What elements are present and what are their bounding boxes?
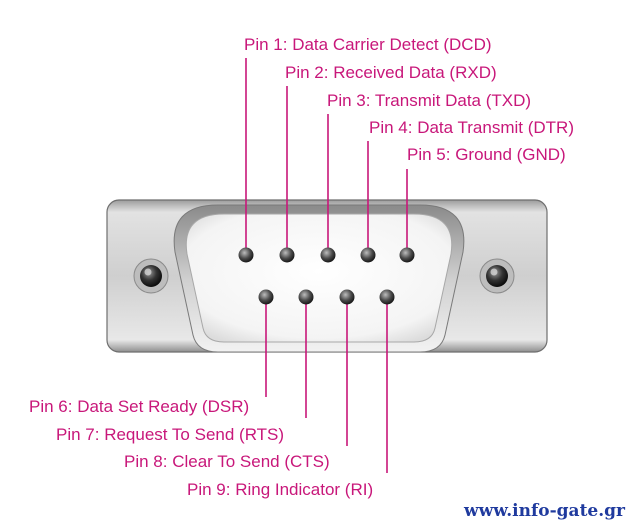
pin-1: Pin 1: Data Carrier Detect (DCD) [238,35,492,263]
watermark: www.info-gate.gr [463,501,626,521]
pin-4-contact [360,247,376,263]
pin-3: Pin 3: Transmit Data (TXD) [320,91,531,263]
pin-2: Pin 2: Received Data (RXD) [279,63,497,263]
right-screw-icon [479,258,515,294]
pin-7-contact [298,289,314,305]
pin-9: Pin 9: Ring Indicator (RI) [187,289,395,499]
pin-5-label: Pin 5: Ground (GND) [407,145,566,164]
pin-4: Pin 4: Data Transmit (DTR) [360,118,574,263]
pin-6-contact [258,289,274,305]
pin-3-label: Pin 3: Transmit Data (TXD) [327,91,531,110]
pin-7-label: Pin 7: Request To Send (RTS) [56,425,284,444]
pin-2-label: Pin 2: Received Data (RXD) [285,63,497,82]
pin-3-contact [320,247,336,263]
pin-6: Pin 6: Data Set Ready (DSR) [29,289,274,416]
pin-9-contact [379,289,395,305]
connector-shell [106,199,548,353]
pin-1-contact [238,247,254,263]
pin-1-label: Pin 1: Data Carrier Detect (DCD) [244,35,492,54]
connector-face [185,213,453,343]
pin-8: Pin 8: Clear To Send (CTS) [124,289,355,471]
pin-5: Pin 5: Ground (GND) [399,145,566,263]
pin-8-label: Pin 8: Clear To Send (CTS) [124,452,330,471]
pin-2-contact [279,247,295,263]
pin-4-label: Pin 4: Data Transmit (DTR) [369,118,574,137]
pin-7: Pin 7: Request To Send (RTS) [56,289,314,444]
pin-5-contact [399,247,415,263]
pin-8-contact [339,289,355,305]
left-screw-icon [133,258,169,294]
pin-6-label: Pin 6: Data Set Ready (DSR) [29,397,249,416]
pin-9-label: Pin 9: Ring Indicator (RI) [187,480,373,499]
